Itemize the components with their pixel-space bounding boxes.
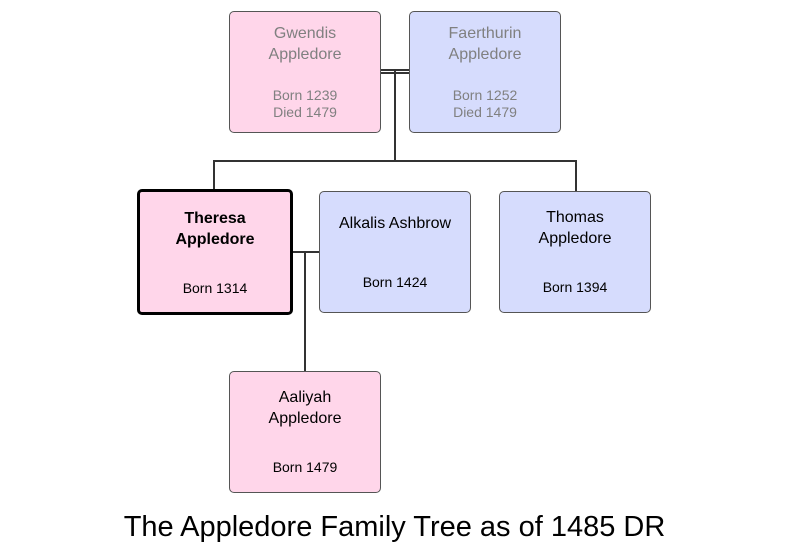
person-birth: Born 1314 [182,280,248,296]
person-card-aaliyah[interactable]: Aaliyah Appledore Born 1479 [229,371,381,493]
diagram-caption: The Appledore Family Tree as of 1485 DR [123,511,666,543]
person-name-line1: Faerthurin [448,25,522,42]
person-name-line1: Theresa [184,210,246,227]
person-name-line2: Appledore [448,46,522,63]
person-name-line1: Gwendis [273,25,337,42]
person-card-gwendis[interactable]: Gwendis Appledore Born 1239 Died 1479 [229,11,381,133]
person-birth: Born 1252 [452,87,518,103]
person-name-line2: Appledore [175,231,255,248]
person-birth: Born 1394 [542,279,608,295]
person-name-line1: Aaliyah [278,389,332,406]
person-card-alkalis[interactable]: Alkalis Ashbrow Born 1424 [319,191,471,313]
person-name-line2: Appledore [538,230,612,247]
person-death: Died 1479 [273,104,337,120]
person-death: Died 1479 [453,104,517,120]
person-name-line1: Thomas [546,209,604,226]
person-birth: Born 1239 [272,87,338,103]
person-name-line2: Appledore [268,46,342,63]
person-card-thomas[interactable]: Thomas Appledore Born 1394 [499,191,651,313]
person-card-theresa[interactable]: Theresa Appledore Born 1314 [137,189,293,315]
person-birth: Born 1479 [272,459,338,475]
person-card-faerthurin[interactable]: Faerthurin Appledore Born 1252 Died 1479 [409,11,561,133]
person-name-line2: Appledore [268,410,342,427]
person-name-line1: Alkalis Ashbrow [338,215,452,232]
person-birth: Born 1424 [362,274,428,290]
